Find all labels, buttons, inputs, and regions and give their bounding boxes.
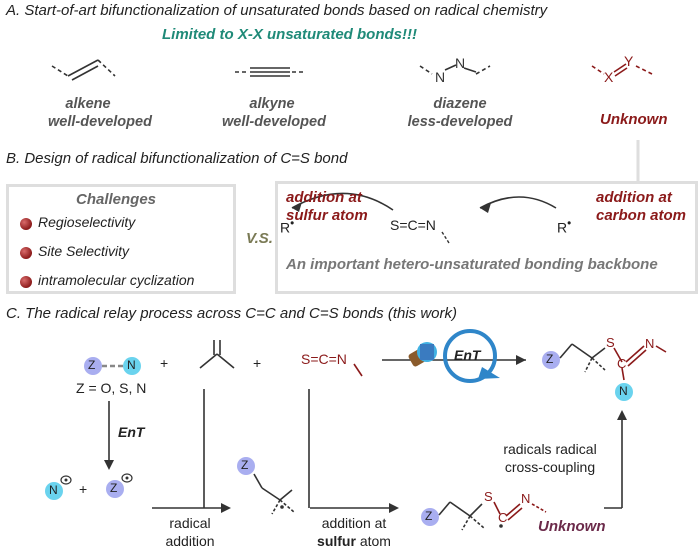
unknown-label-a: Unknown [600,111,668,128]
challenges-title: Challenges [76,191,157,208]
bullet-icon [20,247,32,259]
alkyne-structure [235,67,305,77]
xy-structure [591,63,653,77]
radical-r-left: R• [280,217,295,236]
diazene-structure [419,64,491,75]
product-n: N [645,336,655,351]
xy-y: Y [624,53,634,69]
scn-formula: S=C=N [390,217,436,233]
ent-badge: EnT [454,347,481,363]
product-s: S [606,335,615,350]
z-definition: Z = O, S, N [76,380,147,396]
challenge-item: Regioselectivity [38,214,136,230]
diazene-n1: N [435,69,445,85]
n-bubble [123,357,141,375]
vs-label: V.S. [246,230,273,247]
challenge-item: intramolecular cyclization [38,272,195,288]
unknown-label-c: Unknown [538,518,606,535]
intermediate-z: Z [241,458,249,472]
int-s: S [484,489,493,504]
challenge-item: Site Selectivity [38,243,130,259]
bullet-icon [20,218,32,230]
plus-sign: + [253,355,262,371]
unknown-int-z: Z [425,509,433,523]
z-atom: Z [88,358,96,372]
z-bubble [84,357,102,375]
product-z: Z [546,352,554,366]
design-box [275,181,698,294]
n-atom: N [127,358,136,372]
section-b-title: B. Design of radical bifunctionalization… [6,150,348,167]
addition-sulfur-c-label: addition at sulfur atom [317,515,391,549]
plus-sign: + [79,481,88,497]
light-source [408,342,437,367]
plus-sign: + [160,355,169,371]
ent-arrow-label: EnT [118,424,145,440]
bullet-icon [20,276,32,288]
xy-x: X [604,69,614,85]
product-n-bubble-label: N [619,384,628,398]
int-n: N [521,491,531,506]
diazene-n2: N [455,55,465,71]
section-a-title: A. Start-of-art bifunctionalization of u… [6,2,548,19]
alkene-structure [51,59,116,81]
n-radical: N [49,483,58,497]
backbone-label: An important hetero-unsaturated bonding … [286,256,658,273]
isothiocyanate: S=C=N [301,351,347,367]
z-radical: Z [110,481,118,495]
limited-note: Limited to X-X unsaturated bonds!!! [162,26,417,43]
section-c-title: C. The radical relay process across C=C … [6,305,458,322]
challenges-box [6,184,236,294]
product-c: C [617,356,627,371]
int-c: C [498,510,508,525]
radical-r-right: R• [557,217,572,236]
